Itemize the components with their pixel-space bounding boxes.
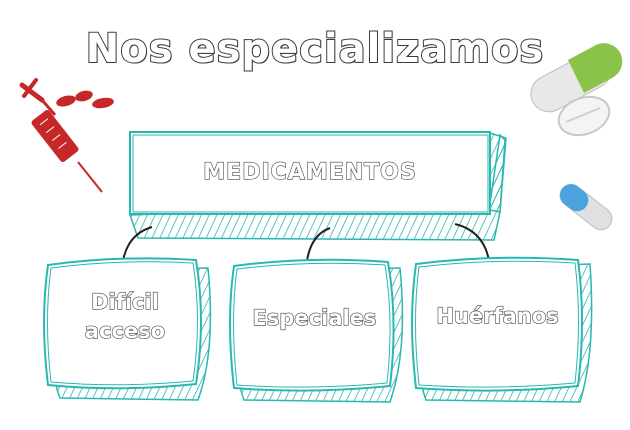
capsule-icon — [559, 183, 613, 231]
child-label-huerfanos: Huérfanos — [436, 303, 560, 328]
diagram-title: Nos especializamos — [85, 25, 545, 73]
blood-drops-icon — [56, 90, 114, 109]
pills-icon — [530, 43, 623, 137]
child-box-3 — [411, 256, 593, 403]
child-box-1 — [43, 257, 212, 401]
child-box-2 — [229, 258, 404, 403]
child-label-especiales: Especiales — [252, 305, 377, 330]
main-node-box — [128, 131, 507, 241]
main-node-label: MEDICAMENTOS — [203, 159, 417, 185]
child-label-dificil-acceso: Difícil acceso — [84, 289, 166, 344]
syringe-icon — [19, 78, 103, 193]
